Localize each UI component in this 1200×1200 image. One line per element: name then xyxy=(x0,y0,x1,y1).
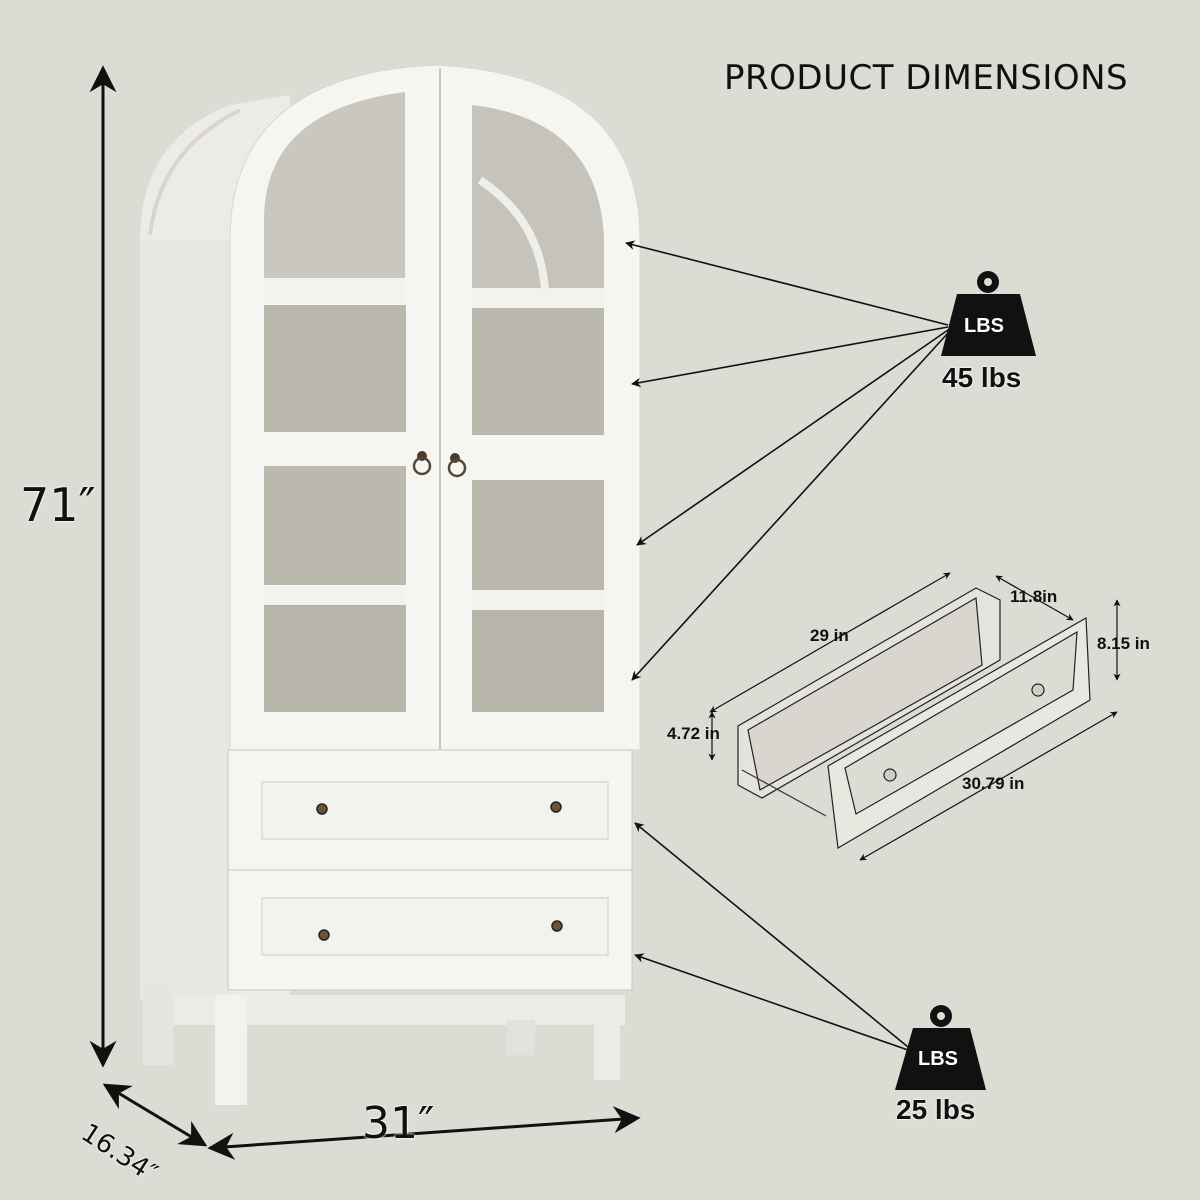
drawer-front-height-label: 8.15 in xyxy=(1097,634,1150,653)
weight-icon-label: LBS xyxy=(918,1048,958,1070)
weight-icon-label: LBS xyxy=(964,315,1004,337)
upper-weight-label: 45 lbs xyxy=(942,362,1022,393)
door-handle-left xyxy=(412,451,432,476)
cabinet-base xyxy=(143,980,625,1105)
drawer-width-label: 11.8in xyxy=(1010,587,1058,606)
weight-icon xyxy=(941,271,1036,356)
drawer-dimension-lines xyxy=(708,572,1121,861)
weight-icon xyxy=(895,1005,986,1090)
lower-weight-label: 25 lbs xyxy=(896,1094,976,1125)
cabinet-doors xyxy=(229,64,641,751)
door-handle-right xyxy=(447,453,467,478)
leader-lines-upper xyxy=(625,240,949,681)
drawer-diagram xyxy=(737,587,1091,849)
drawer-side-height-label: 4.72 in xyxy=(667,724,720,743)
page-title: PRODUCT DIMENSIONS xyxy=(724,58,1129,98)
drawer-length-label: 29 in xyxy=(810,626,849,645)
dimension-lines xyxy=(89,65,641,1160)
width-dimension-label: 31″ xyxy=(362,1098,435,1149)
height-dimension-label: 71″ xyxy=(20,478,96,532)
drawer-front-width-label: 30.79 in xyxy=(962,774,1025,793)
leader-lines-lower xyxy=(634,822,909,1051)
cabinet-drawers xyxy=(227,749,633,991)
